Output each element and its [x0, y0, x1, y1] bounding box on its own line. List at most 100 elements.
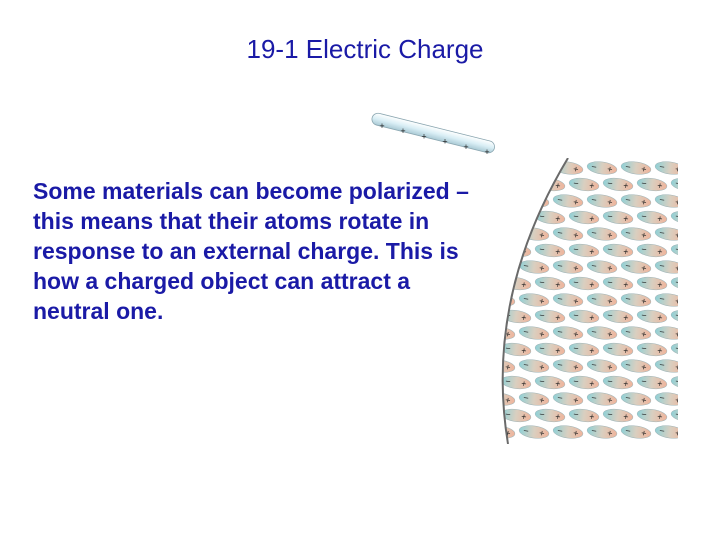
- molecule-negative-sign: −: [607, 409, 614, 420]
- molecule-negative-sign: −: [659, 261, 666, 272]
- polarized-molecule: −+: [602, 408, 634, 423]
- molecule-positive-sign: +: [607, 230, 614, 241]
- charged-rod-icon: ++++++: [371, 112, 495, 157]
- molecule-positive-sign: +: [573, 263, 580, 274]
- polarized-molecule: −+: [552, 293, 584, 307]
- molecule-positive-sign: +: [555, 180, 562, 191]
- molecule-positive-sign: +: [607, 164, 614, 175]
- molecule-positive-sign: +: [505, 395, 512, 406]
- molecule-negative-sign: −: [489, 228, 496, 239]
- polarized-molecule: −+: [586, 227, 618, 241]
- molecule-positive-sign: +: [675, 296, 678, 307]
- molecule-positive-sign: +: [589, 279, 596, 290]
- molecule-positive-sign: +: [607, 395, 614, 406]
- molecule-negative-sign: −: [607, 310, 614, 321]
- molecule-positive-sign: +: [641, 197, 648, 208]
- polarized-molecule: −+: [552, 227, 584, 241]
- polarized-molecule: −+: [620, 326, 652, 340]
- molecule-negative-sign: −: [489, 195, 496, 206]
- molecule-negative-sign: −: [539, 343, 546, 354]
- molecule-positive-sign: +: [573, 230, 580, 241]
- molecule-positive-sign: +: [623, 345, 630, 356]
- molecule-positive-sign: +: [555, 345, 562, 356]
- rod-plus-sign: +: [421, 131, 426, 141]
- molecule-negative-sign: −: [659, 294, 666, 305]
- molecule-positive-sign: +: [589, 246, 596, 257]
- molecule-negative-sign: −: [539, 277, 546, 288]
- molecule-positive-sign: +: [505, 197, 512, 208]
- polarized-molecule: −+: [636, 177, 668, 192]
- slide-body-text: Some materials can become polarized – th…: [33, 178, 469, 324]
- polarized-molecule: −+: [586, 392, 618, 406]
- polarized-molecule: −+: [586, 359, 618, 373]
- molecule-positive-sign: +: [573, 362, 580, 373]
- molecule-negative-sign: −: [675, 178, 678, 189]
- molecule-positive-sign: +: [623, 312, 630, 323]
- molecule-negative-sign: −: [557, 393, 564, 404]
- molecule-negative-sign: −: [625, 327, 632, 338]
- molecule-negative-sign: −: [523, 228, 530, 239]
- molecule-negative-sign: −: [573, 211, 580, 222]
- molecule-negative-sign: −: [523, 162, 530, 173]
- molecule-negative-sign: −: [591, 294, 598, 305]
- polarized-molecule: −+: [502, 375, 532, 390]
- molecule-negative-sign: −: [591, 327, 598, 338]
- molecule-positive-sign: +: [607, 197, 614, 208]
- rod-plus-sign: +: [379, 121, 384, 131]
- molecule-positive-sign: +: [657, 246, 664, 257]
- polarized-molecule: −+: [552, 194, 584, 208]
- molecule-negative-sign: −: [523, 195, 530, 206]
- molecule-positive-sign: +: [607, 329, 614, 340]
- molecule-negative-sign: −: [625, 294, 632, 305]
- molecule-negative-sign: −: [659, 360, 666, 371]
- molecule-positive-sign: +: [573, 395, 580, 406]
- molecule-positive-sign: +: [521, 279, 528, 290]
- molecule-negative-sign: −: [505, 409, 512, 420]
- molecule-negative-sign: −: [641, 343, 648, 354]
- molecule-positive-sign: +: [505, 428, 512, 439]
- molecule-positive-sign: +: [573, 197, 580, 208]
- molecule-positive-sign: +: [657, 378, 664, 389]
- molecule-positive-sign: +: [623, 180, 630, 191]
- polarized-molecule: −+: [620, 425, 652, 439]
- molecule-negative-sign: −: [641, 409, 648, 420]
- molecule-negative-sign: −: [625, 261, 632, 272]
- polarized-molecule: −+: [602, 309, 634, 324]
- molecule-negative-sign: −: [625, 393, 632, 404]
- molecule-negative-sign: −: [539, 409, 546, 420]
- polarized-molecule: −+: [602, 342, 634, 357]
- molecule-positive-sign: +: [521, 180, 528, 191]
- polarized-molecule: −+: [489, 227, 516, 241]
- polarized-molecule: −+: [502, 210, 532, 225]
- molecule-negative-sign: −: [641, 211, 648, 222]
- molecule-negative-sign: −: [659, 426, 666, 437]
- molecule-positive-sign: +: [623, 279, 630, 290]
- molecule-positive-sign: +: [675, 428, 678, 439]
- molecule-positive-sign: +: [641, 362, 648, 373]
- molecule-positive-sign: +: [675, 164, 678, 175]
- polarized-molecule: −+: [654, 227, 678, 241]
- molecule-negative-sign: −: [489, 360, 496, 371]
- polarized-molecule: −+: [620, 194, 652, 208]
- polarized-molecule: −+: [534, 342, 566, 357]
- polarized-molecule: −+: [489, 359, 516, 373]
- polarized-molecule: −+: [602, 276, 634, 291]
- polarized-molecule: −+: [586, 293, 618, 307]
- polarized-molecule: −+: [636, 210, 668, 225]
- polarized-molecule: −+: [602, 177, 634, 192]
- molecule-positive-sign: +: [555, 246, 562, 257]
- molecule-positive-sign: +: [555, 378, 562, 389]
- molecule-negative-sign: −: [607, 343, 614, 354]
- polarized-molecule: −+: [670, 177, 678, 192]
- polarized-molecule: −+: [534, 276, 566, 291]
- molecule-positive-sign: +: [573, 428, 580, 439]
- molecule-positive-sign: +: [675, 395, 678, 406]
- molecule-negative-sign: −: [505, 178, 512, 189]
- polarized-molecule: −+: [534, 309, 566, 324]
- molecule-positive-sign: +: [573, 296, 580, 307]
- polarized-molecule: −+: [502, 260, 516, 274]
- molecule-positive-sign: +: [657, 411, 664, 422]
- molecule-negative-sign: −: [659, 327, 666, 338]
- molecule-negative-sign: −: [523, 294, 530, 305]
- molecule-positive-sign: +: [657, 345, 664, 356]
